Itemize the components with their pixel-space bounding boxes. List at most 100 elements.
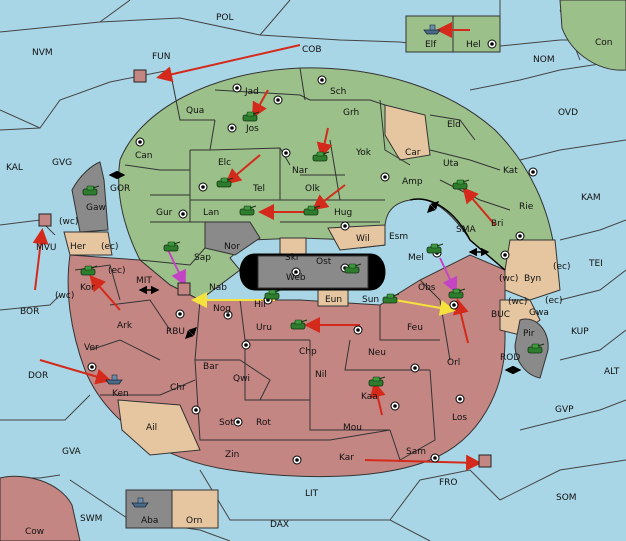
label-con: Con bbox=[595, 38, 613, 48]
fleet-icon[interactable] bbox=[131, 497, 149, 508]
label-web: Web bbox=[286, 273, 306, 283]
region-wil[interactable] bbox=[327, 224, 386, 251]
label-olk: Olk bbox=[305, 184, 321, 194]
label-dor: DOR bbox=[28, 371, 48, 381]
army-icon[interactable] bbox=[264, 289, 282, 300]
army-icon[interactable] bbox=[448, 288, 466, 299]
label-nar: Nar bbox=[292, 166, 308, 176]
army-icon[interactable] bbox=[82, 185, 100, 196]
label-bor: BOR bbox=[20, 307, 39, 317]
supply-center-dot bbox=[178, 312, 182, 316]
label-hug: Hug bbox=[334, 208, 352, 218]
label-chp: Chp bbox=[299, 347, 317, 357]
region-orn[interactable] bbox=[171, 489, 219, 529]
move-orders bbox=[32, 22, 496, 471]
label-sun: Sun bbox=[362, 295, 379, 305]
label-nor: Nor bbox=[224, 242, 240, 252]
army-icon[interactable] bbox=[527, 343, 545, 354]
supply-center-dot bbox=[230, 126, 234, 130]
label-ost: Ost bbox=[316, 257, 332, 267]
army-icon[interactable] bbox=[368, 376, 386, 387]
region-byn[interactable] bbox=[504, 239, 561, 301]
label-chr: Chr bbox=[170, 383, 186, 393]
label-lit: LIT bbox=[305, 489, 319, 499]
label-rod: ROD bbox=[500, 353, 520, 363]
label-mel: Mel bbox=[408, 253, 424, 263]
supply-center-dot bbox=[393, 404, 397, 408]
label-fro: FRO bbox=[439, 478, 458, 488]
label-sam: Sam bbox=[406, 447, 426, 457]
inner-channel-edge bbox=[409, 198, 506, 271]
label-wc3: (wc) bbox=[499, 274, 518, 284]
label-skr: Skr bbox=[285, 253, 300, 263]
army-icon[interactable] bbox=[303, 205, 321, 216]
region-cow[interactable] bbox=[0, 475, 81, 541]
label-esm: Esm bbox=[389, 232, 408, 242]
double-arrow-icon bbox=[427, 201, 439, 213]
label-feu: Feu bbox=[407, 323, 423, 333]
label-nab: Nab bbox=[209, 283, 227, 293]
label-gvp: GVP bbox=[555, 405, 574, 415]
label-gva: GVA bbox=[62, 447, 82, 457]
supply-center-dot bbox=[295, 458, 299, 462]
supply-centers bbox=[87, 39, 538, 465]
army-icon[interactable] bbox=[163, 241, 181, 252]
supply-center-dot bbox=[244, 343, 248, 347]
supply-center-dot bbox=[236, 420, 240, 424]
label-nog: Nog bbox=[213, 304, 231, 314]
double-arrow-icon bbox=[185, 327, 197, 339]
label-wc4: (wc) bbox=[508, 297, 527, 307]
label-mou: Mou bbox=[343, 423, 362, 433]
label-uru: Uru bbox=[256, 323, 272, 333]
army-icon[interactable] bbox=[382, 293, 400, 304]
army-icon[interactable] bbox=[426, 243, 444, 254]
label-hil: Hil bbox=[254, 300, 266, 310]
label-dax: DAX bbox=[270, 520, 289, 530]
army-icon[interactable] bbox=[312, 151, 330, 162]
label-ec1: (ec) bbox=[101, 242, 119, 252]
fleet-icon[interactable] bbox=[423, 24, 441, 35]
region-ail[interactable] bbox=[117, 399, 201, 456]
army-icon[interactable] bbox=[452, 179, 470, 190]
supply-center-dot bbox=[194, 408, 198, 412]
label-ovd: OVD bbox=[558, 108, 578, 118]
label-wc1: (wc) bbox=[59, 217, 78, 227]
label-bri: Bri bbox=[491, 219, 503, 229]
army-icon[interactable] bbox=[177, 282, 191, 296]
label-rie: Rie bbox=[519, 202, 534, 212]
label-cob: COB bbox=[302, 45, 322, 55]
region-her[interactable] bbox=[63, 231, 113, 256]
region-car[interactable] bbox=[384, 104, 431, 161]
units bbox=[38, 24, 545, 508]
label-kal: KAL bbox=[6, 163, 23, 173]
label-ec3: (ec) bbox=[553, 262, 571, 272]
army-icon[interactable] bbox=[478, 454, 492, 468]
supply-center-dot bbox=[294, 270, 298, 274]
region-nor[interactable] bbox=[204, 221, 261, 256]
label-ken: Ken bbox=[112, 389, 129, 399]
label-can: Can bbox=[135, 151, 153, 161]
supply-center-dot bbox=[343, 224, 347, 228]
label-wc2: (wc) bbox=[55, 291, 74, 301]
army-icon[interactable] bbox=[290, 319, 308, 330]
army-icon[interactable] bbox=[80, 265, 98, 276]
army-icon[interactable] bbox=[216, 177, 234, 188]
label-mit: MIT bbox=[136, 276, 152, 286]
supply-center-dot bbox=[320, 78, 324, 82]
label-aba: Aba bbox=[141, 516, 158, 526]
label-alt: ALT bbox=[604, 367, 620, 377]
label-lan: Lan bbox=[203, 208, 219, 218]
supply-center-dot bbox=[433, 456, 437, 460]
army-icon[interactable] bbox=[239, 205, 257, 216]
label-zin: Zin bbox=[225, 450, 239, 460]
army-icon[interactable] bbox=[344, 263, 362, 274]
region-gaw[interactable] bbox=[71, 161, 109, 233]
army-icon[interactable] bbox=[133, 69, 147, 83]
army-icon[interactable] bbox=[38, 213, 52, 227]
label-elf: Elf bbox=[425, 40, 437, 50]
army-icon[interactable] bbox=[242, 111, 260, 122]
supply-center-dot bbox=[383, 175, 387, 179]
fleet-icon[interactable] bbox=[105, 374, 123, 385]
label-gur: Gur bbox=[156, 208, 173, 218]
